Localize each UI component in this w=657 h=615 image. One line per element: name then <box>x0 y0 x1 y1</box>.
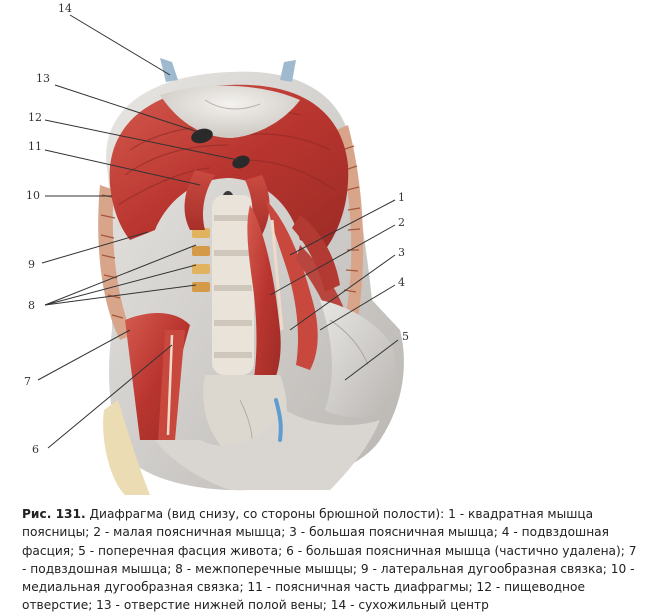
label-2: 2 <box>398 216 405 229</box>
label-5: 5 <box>402 330 409 343</box>
figure-labels: 14 13 12 11 10 9 8 7 6 1 2 3 4 5 <box>24 2 409 456</box>
label-1: 1 <box>398 191 405 204</box>
blue-vessel <box>274 398 283 442</box>
figure-caption: Рис. 131. Диафрагма (вид снизу, со сторо… <box>22 505 642 615</box>
lower-fascia <box>155 410 380 490</box>
diaphragm-lumbar-part <box>184 170 270 235</box>
vena-cava-opening <box>191 128 213 144</box>
label-9: 9 <box>28 258 35 271</box>
label-8: 8 <box>28 299 35 312</box>
iliac-bone-left <box>103 400 150 495</box>
quadratus-lumborum <box>292 215 340 292</box>
caption-text: Диафрагма (вид снизу, со стороны брюшной… <box>22 507 637 613</box>
fascia-right <box>320 300 396 418</box>
label-12: 12 <box>28 111 42 124</box>
label-4: 4 <box>398 276 405 289</box>
central-tendon <box>160 85 300 138</box>
label-6: 6 <box>32 443 39 456</box>
intertransverse-muscles <box>192 228 210 292</box>
top-tendon-stubs <box>160 58 296 82</box>
leader-lines <box>37 14 399 449</box>
diaphragm-illustration: 14 13 12 11 10 9 8 7 6 1 2 3 4 5 <box>24 2 409 495</box>
left-psoas-iliacus <box>125 313 190 440</box>
label-14: 14 <box>58 2 72 15</box>
caption-number: Рис. 131. <box>22 507 86 521</box>
label-13: 13 <box>36 72 50 85</box>
label-3: 3 <box>398 246 405 259</box>
label-11: 11 <box>28 140 42 153</box>
label-10: 10 <box>26 189 40 202</box>
esophageal-opening <box>232 155 250 169</box>
label-7: 7 <box>24 375 31 388</box>
vertebral-column <box>212 195 254 375</box>
